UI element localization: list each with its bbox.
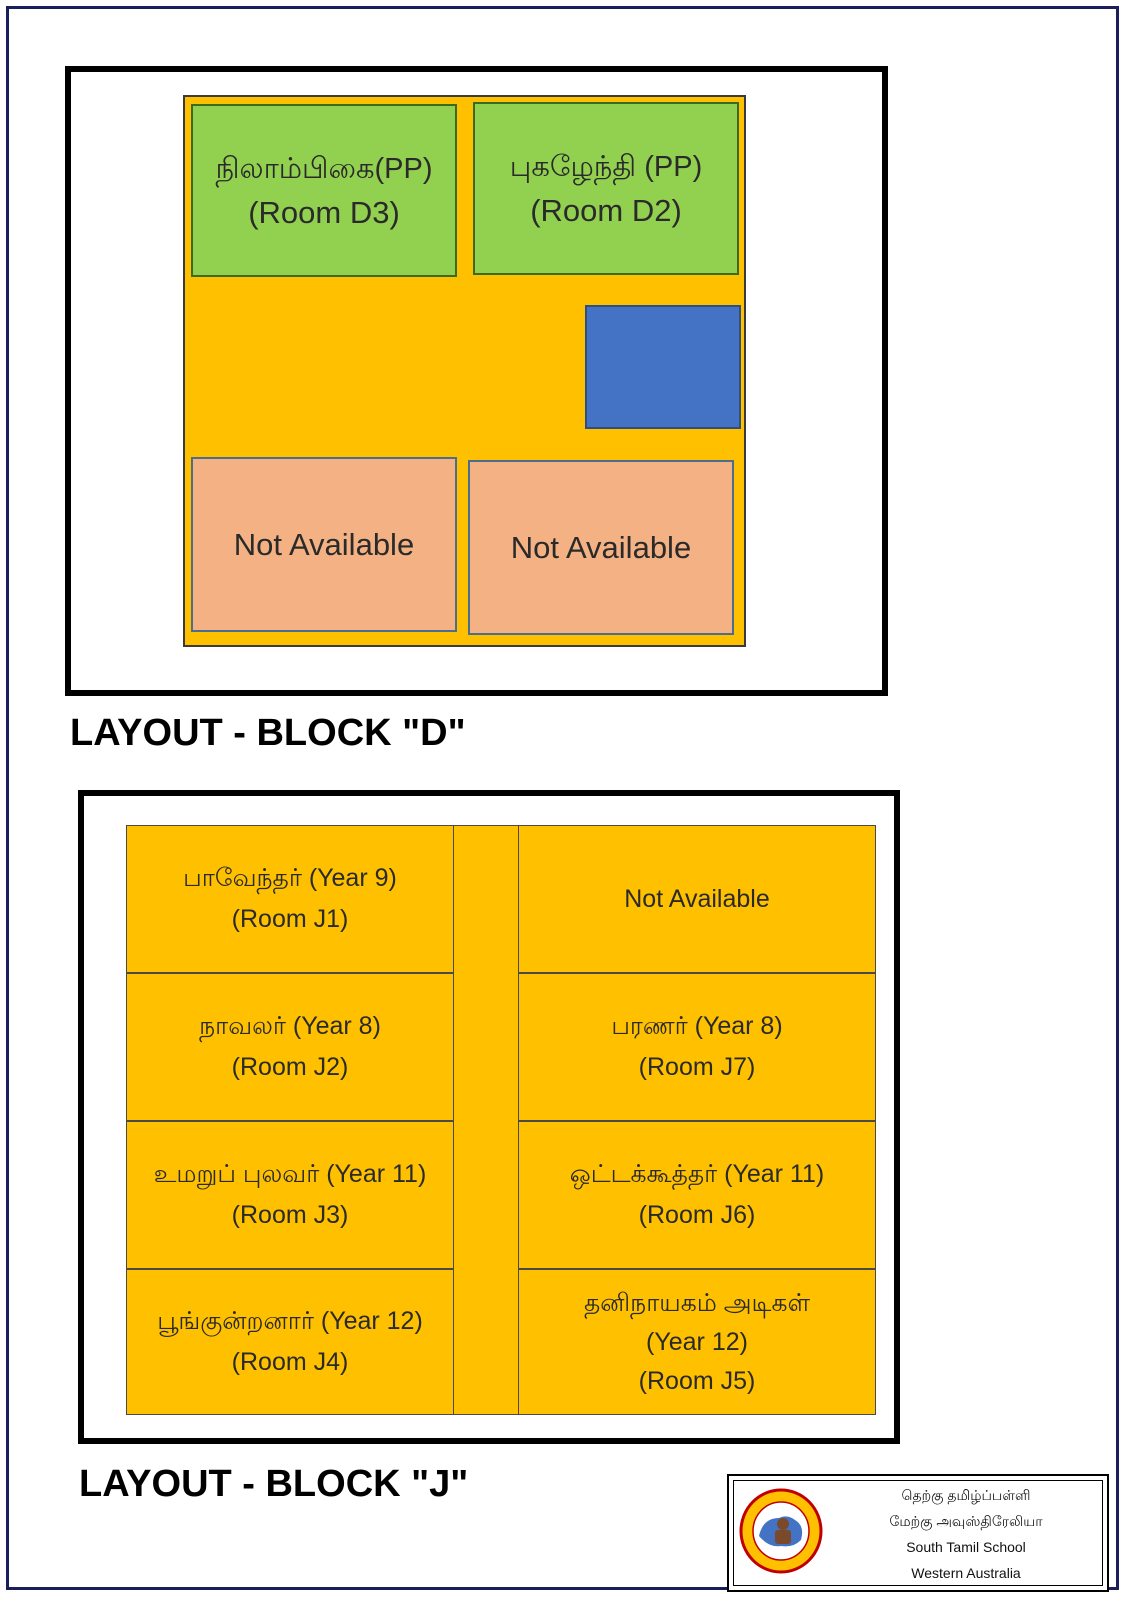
school-location-english: Western Australia: [911, 1565, 1021, 1581]
room-j6-name: ஒட்டக்கூத்தர் (Year 11): [569, 1160, 825, 1188]
room-j2-number: (Room J2): [231, 1053, 349, 1081]
room-j4-name: பூங்குன்றனார் (Year 12): [157, 1307, 423, 1335]
room-j2: நாவலர் (Year 8) (Room J2): [126, 973, 454, 1121]
school-logo-box: தெற்கு தமிழ்ப்பள்ளி மேற்கு அவுஸ்திரேலியா…: [727, 1474, 1109, 1592]
room-j1-number: (Room J1): [231, 905, 349, 933]
school-emblem-icon: [739, 1488, 823, 1574]
logo-inner-border: [733, 1480, 1103, 1586]
school-location-tamil: மேற்கு அவுஸ்திரேலியா: [889, 1513, 1043, 1529]
room-j5-name: தனிநாயகம் அடிகள்: [583, 1288, 810, 1317]
room-j4-number: (Room J4): [231, 1348, 349, 1376]
unavailable-label: Not Available: [510, 529, 692, 565]
blue-area: [585, 305, 741, 429]
room-j2-name: நாவலர் (Year 8): [199, 1012, 381, 1040]
room-j3: உமறுப் புலவர் (Year 11) (Room J3): [126, 1121, 454, 1269]
room-j1-name: பாவேந்தர் (Year 9): [183, 864, 397, 892]
block-j-heading: LAYOUT - BLOCK "J": [79, 1463, 469, 1505]
room-d2-number: (Room D2): [530, 192, 682, 228]
room-d2-name: புகழேந்தி (PP): [509, 150, 703, 183]
block-d-heading: LAYOUT - BLOCK "D": [70, 712, 466, 754]
school-name-english: South Tamil School: [906, 1539, 1026, 1555]
school-name-tamil: தெற்கு தமிழ்ப்பள்ளி: [901, 1487, 1031, 1503]
room-d3: நிலாம்பிகை(PP) (Room D3): [191, 104, 457, 277]
room-j6-number: (Room J6): [638, 1201, 756, 1229]
room-j-unavailable: Not Available: [518, 825, 876, 973]
unavailable-label: Not Available: [624, 884, 770, 913]
room-j3-name: உமறுப் புலவர் (Year 11): [153, 1160, 427, 1188]
room-d2: புகழேந்தி (PP) (Room D2): [473, 102, 739, 275]
room-j7-name: பரணர் (Year 8): [611, 1012, 783, 1040]
room-j7-number: (Room J7): [638, 1053, 756, 1081]
unavailable-room-right: Not Available: [468, 460, 734, 635]
room-j3-number: (Room J3): [231, 1201, 349, 1229]
room-j7: பரணர் (Year 8) (Room J7): [518, 973, 876, 1121]
room-j1: பாவேந்தர் (Year 9) (Room J1): [126, 825, 454, 973]
room-j4: பூங்குன்றனார் (Year 12) (Room J4): [126, 1269, 454, 1415]
room-d3-number: (Room D3): [248, 194, 400, 230]
school-name-block: தெற்கு தமிழ்ப்பள்ளி மேற்கு அவுஸ்திரேலியா…: [829, 1482, 1103, 1586]
unavailable-room-left: Not Available: [191, 457, 457, 632]
room-j5-number: (Room J5): [638, 1366, 756, 1395]
room-j6: ஒட்டக்கூத்தர் (Year 11) (Room J6): [518, 1121, 876, 1269]
room-d3-name: நிலாம்பிகை(PP): [215, 152, 433, 185]
room-j5: தனிநாயகம் அடிகள் (Year 12) (Room J5): [518, 1269, 876, 1415]
room-j5-year: (Year 12): [646, 1327, 748, 1356]
page-border: [6, 6, 1119, 1590]
unavailable-label: Not Available: [233, 526, 415, 562]
